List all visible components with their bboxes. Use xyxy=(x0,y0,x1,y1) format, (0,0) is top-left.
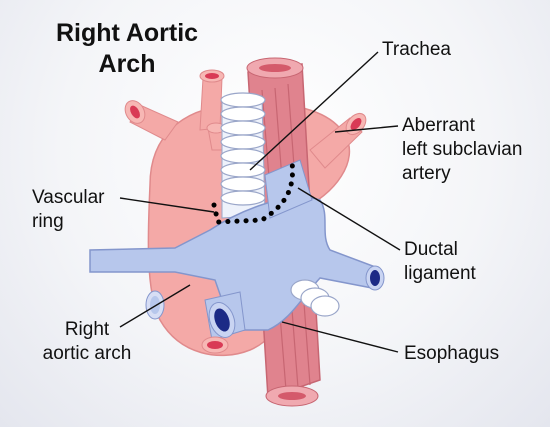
label-ductal-line-1: Ductal xyxy=(404,238,476,262)
label-raa-line-2: aortic arch xyxy=(32,342,142,366)
label-ductal-ligament: Ductal ligament xyxy=(404,238,476,286)
label-esophagus: Esophagus xyxy=(404,342,499,366)
label-ductal-line-2: ligament xyxy=(404,262,476,286)
label-right-aortic-arch: Right aortic arch xyxy=(32,318,142,366)
label-aberrant-line-2: left subclavian xyxy=(402,138,522,162)
label-aberrant-subclavian: Aberrant left subclavian artery xyxy=(402,114,522,186)
trachea-tube xyxy=(221,93,265,218)
label-vascular-line-1: Vascular xyxy=(32,186,105,210)
label-aberrant-line-3: artery xyxy=(402,162,522,186)
title-line-2: Arch xyxy=(22,49,232,80)
title-line-1: Right Aortic xyxy=(22,18,232,49)
label-vascular-ring: Vascular ring xyxy=(32,186,105,234)
label-trachea: Trachea xyxy=(382,38,451,62)
label-vascular-line-2: ring xyxy=(32,210,105,234)
aortic-branch-left xyxy=(121,97,178,140)
label-raa-line-1: Right xyxy=(32,318,142,342)
diagram-title: Right Aortic Arch xyxy=(22,18,232,80)
label-aberrant-line-1: Aberrant xyxy=(402,114,522,138)
